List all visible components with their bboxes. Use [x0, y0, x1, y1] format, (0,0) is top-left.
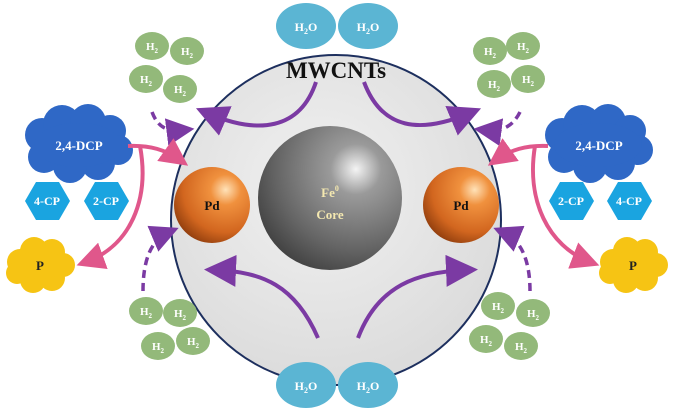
h2o-bubble: H2O	[338, 3, 398, 49]
hexagon-2-cp-right: 2-CP	[549, 182, 594, 220]
h2-bubble: H2	[135, 32, 169, 60]
h2-bubble: H2	[176, 327, 210, 355]
fe-core-label-line1: Fe0	[321, 184, 339, 200]
h2-bubble: H2	[506, 32, 540, 60]
svg-text:H2: H2	[152, 341, 165, 355]
h2-bubble: H2	[511, 65, 545, 93]
svg-text:H2O: H2O	[357, 20, 380, 36]
svg-text:H2: H2	[480, 334, 493, 348]
product-label-right: P	[629, 258, 637, 273]
hexagon-4-cp-left: 4-CP	[25, 182, 70, 220]
h2-bubble: H2	[163, 299, 197, 327]
svg-text:4-CP: 4-CP	[34, 194, 60, 208]
pink-arrow-to-product-right	[531, 145, 600, 269]
svg-text:H2: H2	[140, 306, 153, 320]
svg-text:H2: H2	[515, 341, 528, 355]
h2o-bubble: H2O	[276, 362, 336, 408]
svg-text:H2O: H2O	[357, 379, 380, 395]
svg-text:H2: H2	[488, 79, 501, 93]
dcp-label-left: 2,4-DCP	[55, 138, 102, 153]
svg-text:4-CP: 4-CP	[616, 194, 642, 208]
product-label-left: P	[36, 258, 44, 273]
h2-bubble: H2	[473, 37, 507, 65]
svg-text:H2: H2	[484, 46, 497, 60]
svg-text:H2O: H2O	[295, 20, 318, 36]
dcp-cloud-right: 2,4-DCP	[545, 104, 653, 183]
h2-bubble: H2	[170, 37, 204, 65]
svg-text:H2O: H2O	[295, 379, 318, 395]
h2o-bubble: H2O	[338, 362, 398, 408]
h2-bubble: H2	[163, 75, 197, 103]
product-blob-right: P	[599, 237, 668, 293]
h2-bubble: H2	[141, 332, 175, 360]
h2-bubble: H2	[469, 325, 503, 353]
h2-cluster-top-right: H2 H2 H2 H2	[473, 32, 545, 98]
purple-arrow-top-left	[195, 81, 318, 136]
h2-cluster-bottom-right: H2 H2 H2 H2	[469, 292, 550, 360]
svg-text:2-CP: 2-CP	[93, 194, 119, 208]
h2-cluster-top-left: H2 H2 H2 H2	[129, 32, 204, 103]
pd-label-left: Pd	[204, 198, 220, 213]
h2-cluster-bottom-left: H2 H2 H2 H2	[129, 297, 210, 360]
pd-label-right: Pd	[453, 198, 469, 213]
dcp-cloud-left: 2,4-DCP	[25, 104, 133, 183]
svg-text:H2: H2	[140, 74, 153, 88]
fe-core-label-line2: Core	[316, 207, 343, 222]
purple-arrow-top-right	[362, 81, 482, 136]
svg-text:H2: H2	[187, 336, 200, 350]
pink-arrow-to-product-left	[76, 145, 145, 269]
svg-text:H2: H2	[517, 41, 530, 55]
fe-symbol: Fe	[321, 185, 335, 200]
fe-superscript: 0	[335, 184, 339, 193]
dashed-arrow-bottom-left	[141, 225, 179, 292]
h2-bubble: H2	[129, 65, 163, 93]
h2o-bubble: H2O	[276, 3, 336, 49]
svg-text:H2: H2	[522, 74, 535, 88]
pink-arrow-dcp-to-pd-right	[487, 138, 549, 166]
purple-arrow-bottom-left	[204, 254, 320, 339]
dashed-arrow-top-left	[150, 111, 195, 147]
h2-bubble: H2	[516, 299, 550, 327]
h2-bubble: H2	[481, 292, 515, 320]
fe-core-sphere	[258, 126, 402, 270]
mwcnt-title: MWCNTs	[286, 58, 386, 83]
dashed-arrow-bottom-right	[493, 225, 532, 292]
svg-text:H2: H2	[527, 308, 540, 322]
dcp-label-right: 2,4-DCP	[575, 138, 622, 153]
pd-particle-left	[174, 167, 250, 243]
svg-text:H2: H2	[146, 41, 159, 55]
dashed-arrow-top-right	[473, 111, 522, 147]
product-blob-left: P	[6, 237, 75, 293]
svg-text:H2: H2	[174, 84, 187, 98]
svg-text:H2: H2	[174, 308, 187, 322]
pink-arrow-dcp-to-pd-left	[127, 138, 189, 166]
svg-text:2-CP: 2-CP	[558, 194, 584, 208]
h2-bubble: H2	[477, 70, 511, 98]
svg-text:H2: H2	[492, 301, 505, 315]
hexagon-4-cp-right: 4-CP	[607, 182, 652, 220]
svg-text:H2: H2	[181, 46, 194, 60]
h2-bubble: H2	[129, 297, 163, 325]
hexagon-2-cp-left: 2-CP	[84, 182, 129, 220]
h2-bubble: H2	[504, 332, 538, 360]
purple-arrow-bottom-right	[356, 254, 478, 339]
pd-particle-right	[423, 167, 499, 243]
